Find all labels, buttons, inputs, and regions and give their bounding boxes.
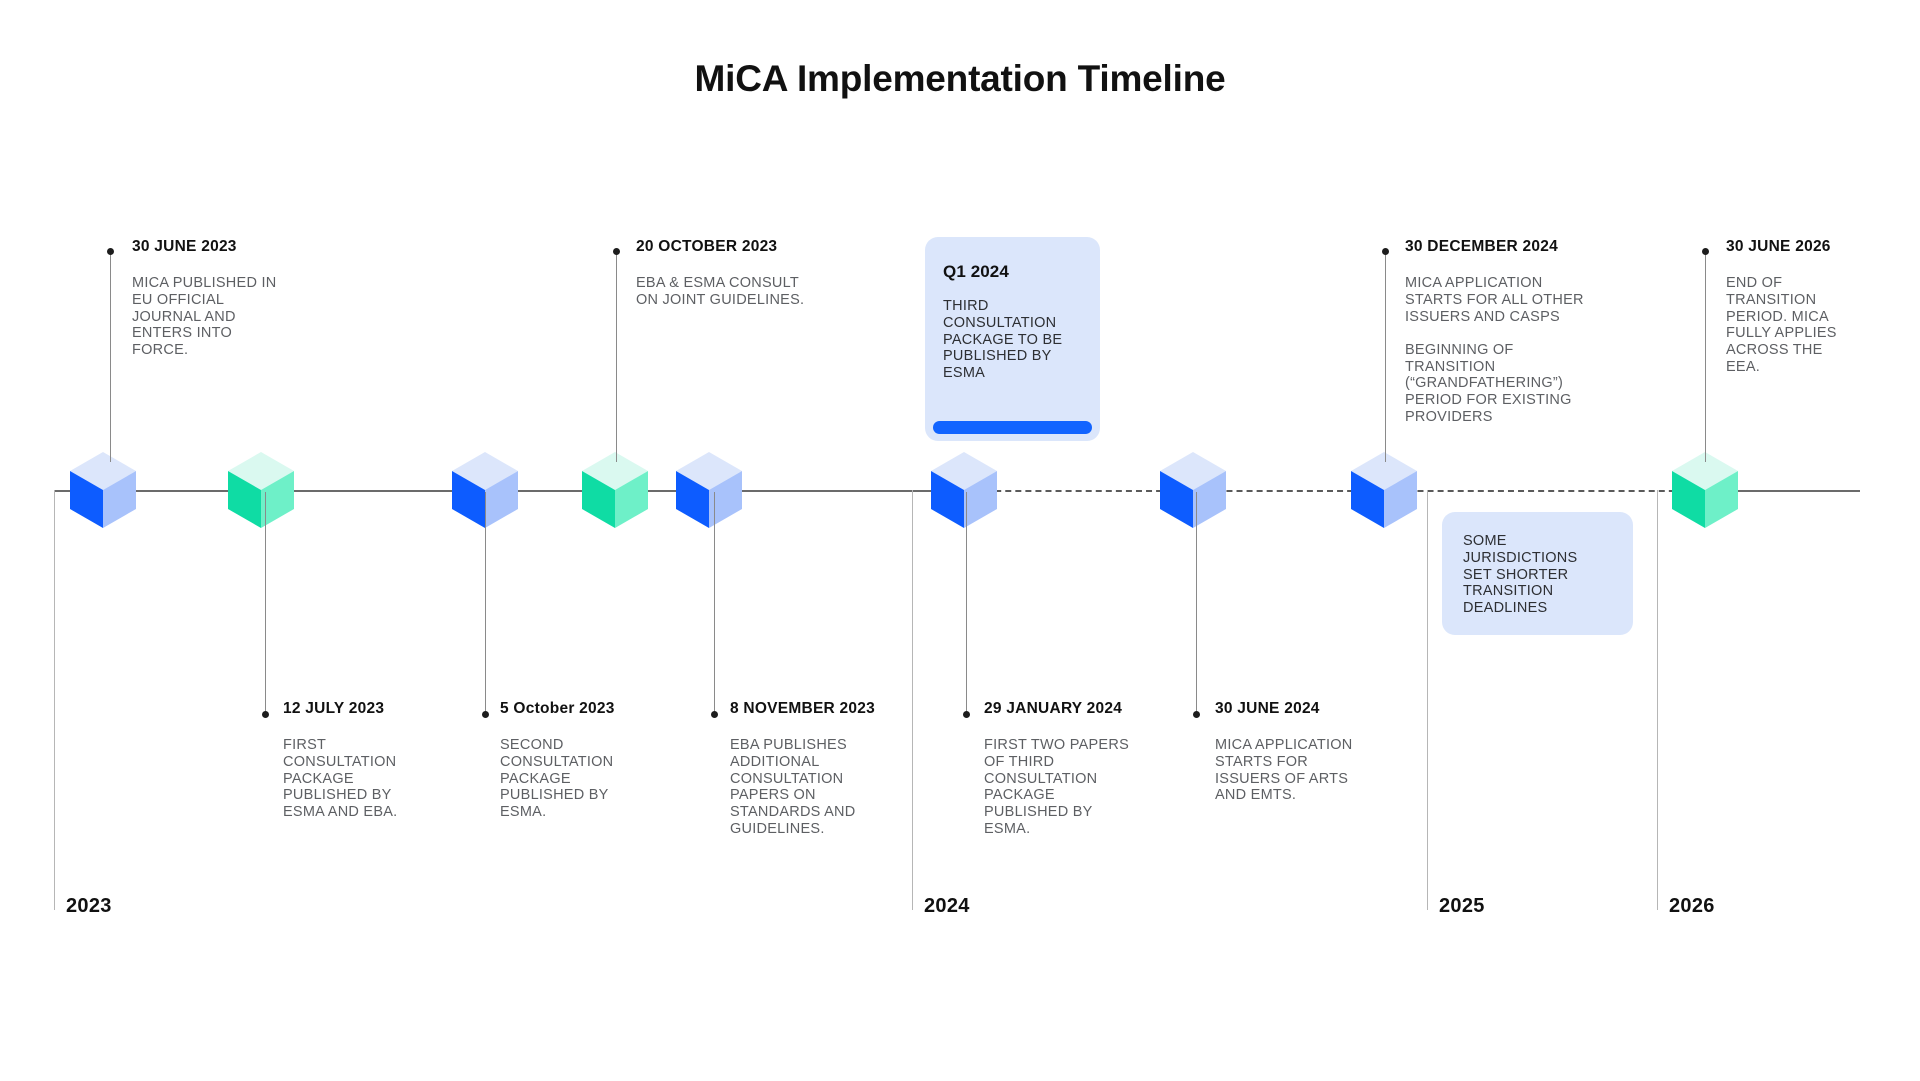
- timeline-entry-below-1: 12 JULY 2023 FIRST CONSULTATION PACKAGE …: [283, 700, 423, 821]
- entry-body: EBA PUBLISHES ADDITIONAL CONSULTATION PA…: [730, 737, 856, 837]
- entry-date: 5 October 2023: [500, 700, 615, 717]
- connector-line: [616, 252, 617, 462]
- timeline-entry-below-2: 5 October 2023 SECOND CONSULTATION PACKA…: [500, 700, 640, 821]
- year-divider: [1427, 490, 1428, 910]
- timeline-entry-below-3: 8 NOVEMBER 2023 EBA PUBLISHES ADDITIONAL…: [730, 700, 880, 838]
- connector-line: [1385, 252, 1386, 462]
- connector-dot: [1702, 248, 1709, 255]
- cube-marker-blue-4: [931, 452, 997, 528]
- cube-marker-green-3: [1672, 452, 1738, 528]
- card-date: Q1 2024: [943, 262, 1009, 281]
- connector-line: [1705, 252, 1706, 462]
- year-divider: [54, 490, 55, 910]
- card-accent-bar: [933, 421, 1092, 434]
- entry-date: 30 JUNE 2024: [1215, 700, 1320, 717]
- connector-dot: [711, 711, 718, 718]
- year-divider: [912, 490, 913, 910]
- connector-line: [714, 492, 715, 714]
- connector-dot: [482, 711, 489, 718]
- year-label-2023: 2023: [66, 895, 112, 917]
- entry-body: MICA PUBLISHED IN EU OFFICIAL JOURNAL AN…: [132, 275, 277, 359]
- connector-dot: [1193, 711, 1200, 718]
- timeline-entry-below-5: 30 JUNE 2024 MICA APPLICATION STARTS FOR…: [1215, 700, 1355, 804]
- axis-solid-right: [1705, 490, 1860, 492]
- cube-marker-green-1: [228, 452, 294, 528]
- connector-dot: [963, 711, 970, 718]
- entry-body: SECOND CONSULTATION PACKAGE PUBLISHED BY…: [500, 737, 614, 821]
- timeline-entry-above-1: 30 JUNE 2023 MICA PUBLISHED IN EU OFFICI…: [132, 238, 282, 359]
- entry-body: FIRST CONSULTATION PACKAGE PUBLISHED BY …: [283, 737, 398, 821]
- connector-line: [1196, 492, 1197, 714]
- entry-date: 8 NOVEMBER 2023: [730, 700, 876, 717]
- connector-dot: [107, 248, 114, 255]
- connector-line: [485, 492, 486, 714]
- timeline-entry-above-3: 30 DECEMBER 2024 MICA APPLICATION STARTS…: [1405, 238, 1601, 426]
- entry-body: FIRST TWO PAPERS OF THIRD CONSULTATION P…: [984, 737, 1129, 837]
- year-label-2024: 2024: [924, 895, 970, 917]
- entry-body: EBA & ESMA CONSULT ON JOINT GUIDELINES.: [636, 275, 805, 308]
- connector-line: [110, 252, 111, 462]
- cube-marker-blue-5: [1160, 452, 1226, 528]
- connector-dot: [613, 248, 620, 255]
- connector-dot: [1382, 248, 1389, 255]
- entry-date: 20 OCTOBER 2023: [636, 238, 778, 255]
- entry-date: 29 JANUARY 2024: [984, 700, 1123, 717]
- card-body: SOME JURISDICTIONS SET SHORTER TRANSITIO…: [1463, 533, 1578, 617]
- connector-dot: [262, 711, 269, 718]
- year-label-2026: 2026: [1669, 895, 1715, 917]
- cube-marker-green-2: [582, 452, 648, 528]
- axis-dashed-middle: [955, 490, 1705, 492]
- entry-date: 30 JUNE 2023: [132, 238, 237, 255]
- timeline-entry-above-4: 30 JUNE 2026 END OF TRANSITION PERIOD. M…: [1726, 238, 1846, 376]
- cube-marker-blue-6: [1351, 452, 1417, 528]
- callout-card-jurisdictions[interactable]: SOME JURISDICTIONS SET SHORTER TRANSITIO…: [1442, 512, 1633, 635]
- entry-body: MICA APPLICATION STARTS FOR ISSUERS OF A…: [1215, 737, 1353, 804]
- timeline-entry-below-4: 29 JANUARY 2024 FIRST TWO PAPERS OF THIR…: [984, 700, 1136, 838]
- card-body: THIRD CONSULTATION PACKAGE TO BE PUBLISH…: [943, 298, 1063, 382]
- callout-card-q1-2024[interactable]: Q1 2024 THIRD CONSULTATION PACKAGE TO BE…: [925, 237, 1100, 441]
- entry-body: MICA APPLICATION STARTS FOR ALL OTHER IS…: [1405, 275, 1584, 325]
- cube-marker-blue-1: [70, 452, 136, 528]
- year-label-2025: 2025: [1439, 895, 1485, 917]
- entry-date: 30 DECEMBER 2024: [1405, 238, 1559, 255]
- entry-date: 30 JUNE 2026: [1726, 238, 1831, 255]
- year-divider: [1657, 490, 1658, 910]
- connector-line: [966, 492, 967, 714]
- timeline-entry-above-2: 20 OCTOBER 2023 EBA & ESMA CONSULT ON JO…: [636, 238, 806, 309]
- entry-body: END OF TRANSITION PERIOD. MICA FULLY APP…: [1726, 275, 1837, 375]
- page-title: MiCA Implementation Timeline: [694, 58, 1226, 99]
- entry-date: 12 JULY 2023: [283, 700, 385, 717]
- entry-body: BEGINNING OF TRANSITION (“GRANDFATHERING…: [1405, 341, 1572, 426]
- cube-marker-blue-3: [676, 452, 742, 528]
- cube-marker-blue-2: [452, 452, 518, 528]
- connector-line: [265, 492, 266, 714]
